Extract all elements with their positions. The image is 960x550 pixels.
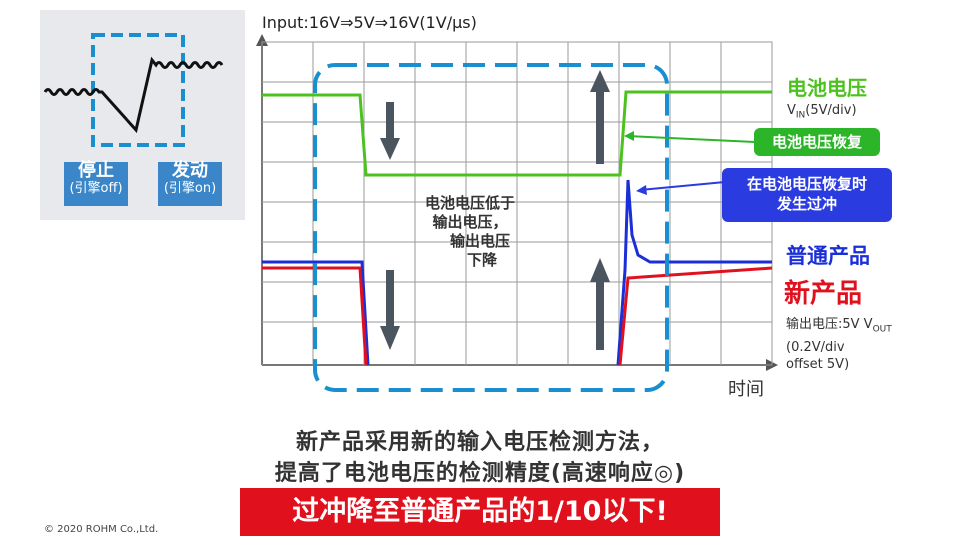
battery-voltage-title: 电池电压 xyxy=(787,76,867,100)
output-voltage-div: (0.2V/div xyxy=(786,339,845,355)
normal-product-legend: 普通产品 xyxy=(786,244,870,268)
new-product-trace xyxy=(262,266,773,366)
down-arrow-top xyxy=(380,102,400,160)
recovery-callout-text: 电池电压恢复 xyxy=(771,133,862,151)
arrows xyxy=(380,70,610,350)
y-axis-arrow xyxy=(256,34,268,46)
highlight-region xyxy=(313,63,669,392)
voltage-waveform xyxy=(43,56,224,134)
oscilloscope-plot: 电池电压低于 输出电压， 输出电压 下降 时间 xyxy=(256,34,778,400)
overshoot-callout: 在电池电压恢复时 发生过冲 xyxy=(722,168,892,222)
up-arrow-bottom xyxy=(590,258,610,350)
scope-title: Input:16V⇒5V⇒16V(1V/μs) xyxy=(262,13,477,32)
recovery-pointer-head xyxy=(624,131,634,141)
stop-subtitle: (引擎off) xyxy=(69,181,123,196)
copyright: © 2020 ROHM Co.,Ltd. xyxy=(44,524,159,535)
stop-label: 停止 (引擎off) xyxy=(64,162,128,206)
start-title: 发动 xyxy=(172,160,208,181)
engine-waveform-inset: 停止 (引擎off) 发动 (引擎on) xyxy=(40,10,245,220)
overshoot-pointer xyxy=(639,181,726,191)
drop-note-line-1: 输出电压， xyxy=(432,213,507,231)
stop-title: 停止 xyxy=(78,160,114,181)
conclusion-banner: 过冲降至普通产品的1/10以下! xyxy=(240,488,720,536)
output-voltage-scale: 输出电压:5V VOUT xyxy=(786,317,892,335)
normal-product-trace xyxy=(262,179,772,366)
engine-waveform-diagram xyxy=(43,33,224,147)
summary-line-2: 提高了电池电压的检测精度(高速响应◎) xyxy=(274,461,686,486)
battery-voltage-trace xyxy=(262,90,772,177)
drop-note-line-3: 下降 xyxy=(467,251,498,269)
output-voltage-legend: 输出电压:5V VOUT (0.2V/div offset 5V) xyxy=(786,316,892,373)
battery-voltage-legend: 电池电压 VIN(5V/div) xyxy=(787,72,867,121)
x-axis-label: 时间 xyxy=(728,379,764,400)
battery-voltage-scale: VIN(5V/div) xyxy=(787,103,857,121)
output-voltage-offset: offset 5V) xyxy=(786,356,850,372)
drop-note-line-2: 输出电压 xyxy=(450,232,510,250)
drop-note-line-0: 电池电压低于 xyxy=(425,194,515,212)
summary-line-1: 新产品采用新的输入电压检测方法， xyxy=(295,430,664,455)
up-arrow-top xyxy=(590,70,610,164)
highlight-box xyxy=(91,33,185,147)
overshoot-callout-line2: 发生过冲 xyxy=(776,195,837,213)
overshoot-pointer-head xyxy=(636,185,647,195)
new-product-legend: 新产品 xyxy=(784,279,863,309)
start-subtitle: (引擎on) xyxy=(163,181,217,196)
down-arrow-bottom xyxy=(380,270,400,350)
overshoot-callout-line1: 在电池电压恢复时 xyxy=(746,175,867,193)
recovery-callout: 电池电压恢复 xyxy=(754,128,880,156)
start-label: 发动 (引擎on) xyxy=(158,162,222,206)
recovery-pointer xyxy=(627,135,756,143)
